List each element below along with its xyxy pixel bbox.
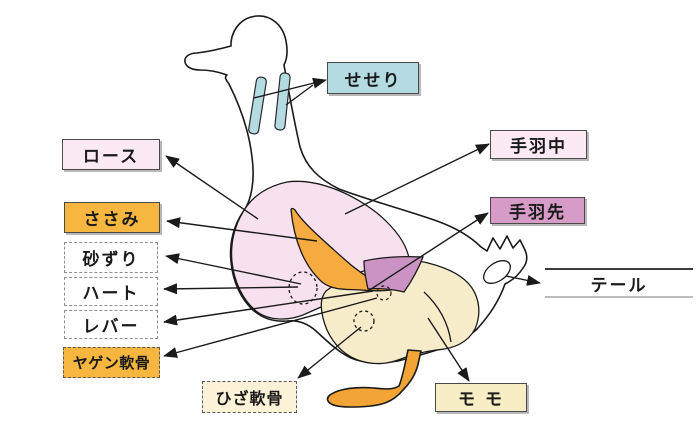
arrow-to-seseri-2 — [285, 84, 314, 106]
arrow-to-liver — [163, 290, 374, 326]
arrow-to-seseri — [253, 77, 327, 99]
arrow-to-wing-middle — [344, 143, 490, 215]
arrow-to-heart — [163, 283, 299, 295]
pointer-arrows — [163, 77, 541, 382]
arrow-to-loin — [165, 155, 259, 220]
arrow-to-tail — [505, 274, 541, 286]
label-knee-cartilage: ひざ軟骨 — [202, 381, 297, 413]
label-liver: レバー — [64, 310, 158, 339]
arrow-to-knee — [297, 326, 362, 379]
knee-circle — [353, 310, 375, 332]
arrow-to-sasami — [166, 217, 318, 242]
keel-joint-circle — [376, 285, 392, 301]
arrow-to-wing-tip — [367, 212, 489, 292]
label-loin: ロース — [62, 139, 160, 170]
label-yagen-cartilage: ヤゲン軟骨 — [63, 347, 160, 378]
gizzard-heart-circle — [288, 271, 318, 305]
tail-knob — [483, 260, 511, 284]
label-gizzard: 砂ずり — [64, 242, 158, 273]
leg-foot — [326, 349, 422, 408]
label-heart: ハート — [64, 277, 158, 306]
label-wing-tip: 手羽先 — [490, 197, 585, 224]
label-wing-middle: 手羽中 — [490, 130, 587, 159]
arrow-to-yagen — [163, 297, 378, 358]
label-seseri: せせり — [327, 62, 419, 94]
drumstick-line — [423, 291, 452, 343]
arrow-to-gizzard — [165, 253, 302, 285]
label-thigh: モ モ — [435, 383, 527, 412]
seseri-strip-right — [274, 72, 291, 131]
label-tail: テール — [545, 268, 693, 298]
seseri-strip-left — [248, 76, 267, 135]
label-sasami: ささみ — [64, 202, 160, 233]
arrow-to-thigh — [427, 317, 470, 382]
